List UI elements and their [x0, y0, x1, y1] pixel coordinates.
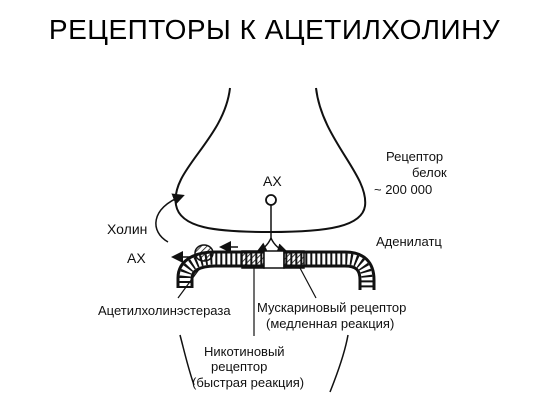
ach-molecule-icon [265, 194, 277, 206]
ax-top-label: AX [263, 173, 282, 189]
diagram-title: РЕЦЕПТОРЫ К АЦЕТИЛХОЛИНУ [48, 14, 501, 45]
acetylcholinesterase-icon [194, 244, 214, 262]
presynaptic-terminal [174, 87, 367, 234]
receptor-label-line1: Рецептор [386, 149, 443, 164]
receptor-block-middle [263, 250, 285, 269]
esterase-label: Ацетилхолинэстераза [98, 303, 231, 318]
nicotinic-label-line2: рецептор [211, 359, 267, 374]
choline-label: Холин [107, 221, 147, 237]
nicotinic-label-line3: (быстрая реакция) [192, 375, 304, 390]
nicotinic-label-line1: Никотиновый [204, 344, 285, 359]
muscarinic-label-line2: (медленная реакция) [266, 316, 394, 331]
nicotinic-receptor-block [241, 250, 265, 269]
choline-reuptake-arrow [155, 193, 185, 243]
muscarinic-label-line1: Мускариновый рецептор [257, 300, 406, 315]
muscarinic-receptor-block [283, 250, 305, 269]
receptor-label-line3: ~ 200 000 [374, 182, 432, 197]
ax-left-label: AX [127, 250, 146, 266]
adenylate-label: Аденилатц [376, 234, 442, 249]
receptor-label-line2: белок [412, 165, 447, 180]
